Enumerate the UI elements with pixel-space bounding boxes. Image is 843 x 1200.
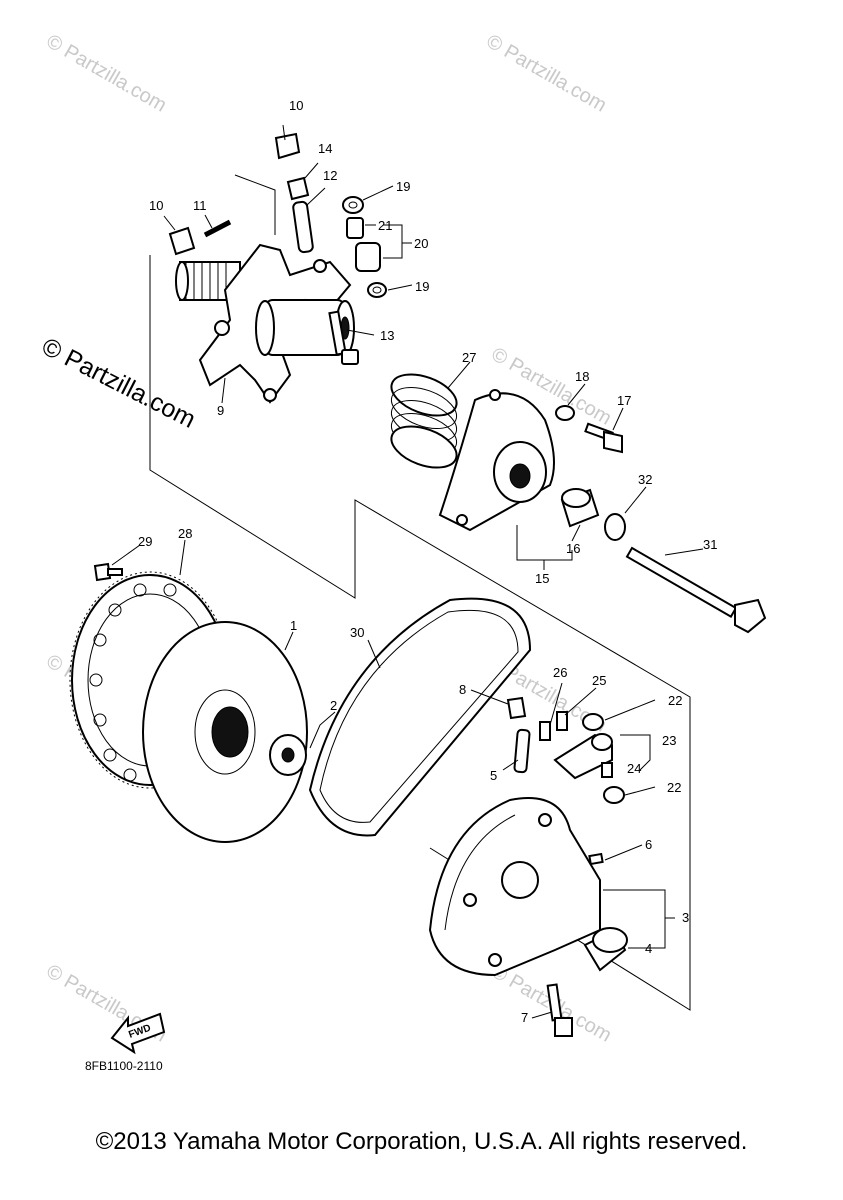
spider-hub bbox=[175, 243, 355, 404]
washer-part-32 bbox=[604, 513, 626, 541]
callout-number: 11 bbox=[193, 198, 207, 213]
callout-number: 31 bbox=[703, 537, 717, 552]
nut-part-8 bbox=[506, 696, 527, 720]
nut-part bbox=[286, 176, 310, 201]
copyright-notice: ©2013 Yamaha Motor Corporation, U.S.A. A… bbox=[95, 1128, 748, 1155]
bushing-part-4 bbox=[583, 927, 628, 972]
callout-number: 27 bbox=[462, 350, 476, 365]
pin-part-5 bbox=[513, 728, 531, 774]
callout-number: 15 bbox=[535, 571, 549, 586]
assembly-outlines bbox=[149, 174, 691, 1011]
washer-part-18 bbox=[555, 405, 575, 421]
secondary-sheave-part bbox=[428, 797, 601, 977]
callout-number: 13 bbox=[380, 328, 394, 343]
callout-number: 29 bbox=[138, 534, 152, 549]
callout-number: 10 bbox=[149, 198, 163, 213]
callout-number: 17 bbox=[617, 393, 631, 408]
bolt-part-29 bbox=[93, 562, 123, 582]
callout-number: 4 bbox=[645, 941, 652, 956]
drive-belt-part bbox=[308, 597, 532, 837]
callout-number: 16 bbox=[566, 541, 580, 556]
primary-sheave-part bbox=[142, 621, 308, 843]
callout-number: 30 bbox=[350, 625, 364, 640]
callout-number: 22 bbox=[668, 693, 682, 708]
callout-number: 12 bbox=[323, 168, 337, 183]
weight-arm-set bbox=[553, 713, 625, 804]
long-bolt-part bbox=[625, 546, 767, 634]
callout-number: 1 bbox=[290, 618, 297, 633]
callout-number: 19 bbox=[415, 279, 429, 294]
leader-lines bbox=[111, 124, 704, 1019]
callout-number: 26 bbox=[553, 665, 567, 680]
callouts: 1 2 3 4 5 6 7 8 9 10 10 11 12 13 14 15 1… bbox=[138, 98, 717, 1025]
callout-number: 28 bbox=[178, 526, 192, 541]
sheave-cover bbox=[438, 389, 555, 532]
callout-number: 18 bbox=[575, 369, 589, 384]
shaft-pin-part bbox=[292, 200, 314, 254]
watermark: © Partzilla.com bbox=[43, 30, 171, 116]
bolt-part-13 bbox=[328, 310, 359, 365]
callout-number: 23 bbox=[662, 733, 676, 748]
watermark: © Partzilla.com bbox=[483, 30, 611, 116]
bolt-part-17 bbox=[584, 422, 623, 454]
bolt-part-7 bbox=[546, 983, 573, 1037]
screw-set bbox=[539, 711, 568, 741]
callout-number: 20 bbox=[414, 236, 428, 251]
collar-part bbox=[269, 734, 307, 776]
callout-number: 9 bbox=[217, 403, 224, 418]
callout-number: 6 bbox=[645, 837, 652, 852]
callout-number: 22 bbox=[667, 780, 681, 795]
pin-part bbox=[203, 219, 232, 238]
weight-part bbox=[168, 132, 301, 256]
callout-number: 14 bbox=[318, 141, 332, 156]
callout-number: 25 bbox=[592, 673, 606, 688]
callout-number: 21 bbox=[378, 218, 392, 233]
callout-number: 7 bbox=[521, 1010, 528, 1025]
callout-number: 8 bbox=[459, 682, 466, 697]
roller-set bbox=[342, 196, 387, 298]
bushing-part bbox=[560, 488, 600, 528]
fwd-arrow-icon: FWD bbox=[110, 1012, 166, 1055]
callout-number: 2 bbox=[330, 698, 337, 713]
callout-number: 32 bbox=[638, 472, 652, 487]
watermark-large: © Partzilla.com bbox=[37, 332, 200, 433]
callout-number: 5 bbox=[490, 768, 497, 783]
callout-number: 19 bbox=[396, 179, 410, 194]
screw-part-6 bbox=[588, 852, 604, 866]
diagram-code: 8FB1100-2110 bbox=[85, 1059, 163, 1073]
callout-number: 3 bbox=[682, 910, 689, 925]
callout-number: 24 bbox=[627, 761, 641, 776]
callout-number: 10 bbox=[289, 98, 303, 113]
spring-part bbox=[390, 373, 458, 469]
